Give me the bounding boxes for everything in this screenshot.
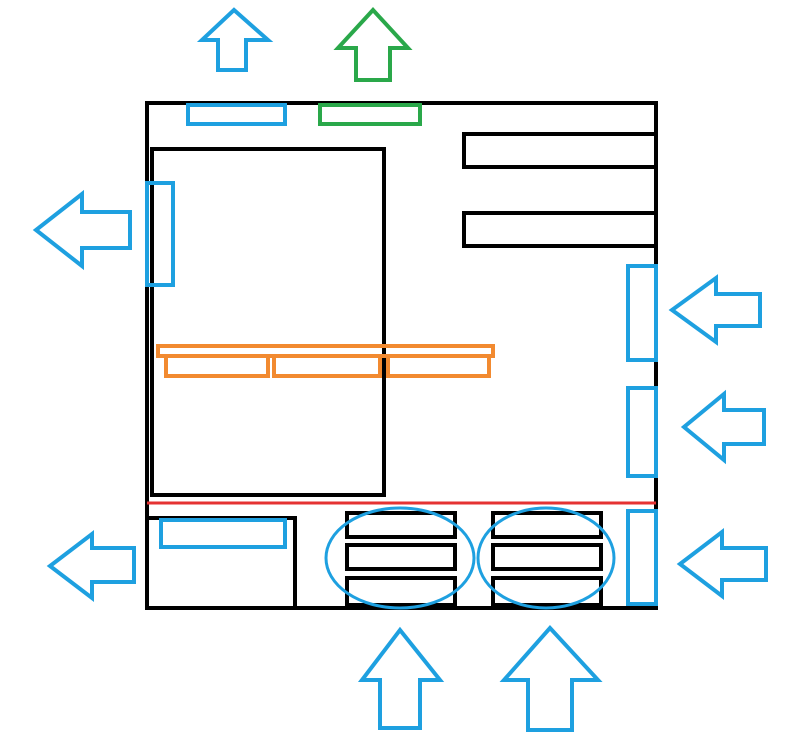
arrow-left-front-middle (680, 389, 766, 465)
arrow-left-rear-upper (32, 189, 132, 271)
drive-bay-upper-1 (462, 132, 658, 169)
arrow-up-top-blue (196, 7, 274, 72)
drive-cage-left-2 (345, 543, 457, 571)
arrow-left-rear-lower (46, 529, 136, 603)
bottom-intake-fan-right (476, 506, 616, 610)
front-fan-top (626, 264, 658, 362)
psu (145, 516, 297, 610)
ram-stick-1 (164, 354, 270, 378)
front-fan-middle (626, 386, 658, 478)
arrow-up-bottom-right (499, 625, 603, 732)
psu-fan (159, 518, 287, 549)
arrow-left-front-bottom (676, 527, 768, 601)
drive-cage-right-3 (491, 576, 603, 607)
front-fan-bottom (626, 509, 658, 606)
ram-stick-2 (272, 354, 382, 378)
top-fan-green (318, 103, 422, 126)
rear-fan-upper (145, 181, 175, 287)
bottom-intake-fan-left (324, 506, 476, 610)
ram-stick-3 (386, 354, 491, 378)
drive-bay-upper-2 (462, 211, 658, 248)
arrow-up-bottom-left (357, 626, 445, 730)
drive-cage-right-2 (491, 543, 603, 571)
arrow-left-front-top (668, 274, 762, 346)
motherboard (150, 147, 386, 497)
arrow-up-top-green (333, 7, 413, 82)
top-fan-blue (186, 103, 287, 126)
